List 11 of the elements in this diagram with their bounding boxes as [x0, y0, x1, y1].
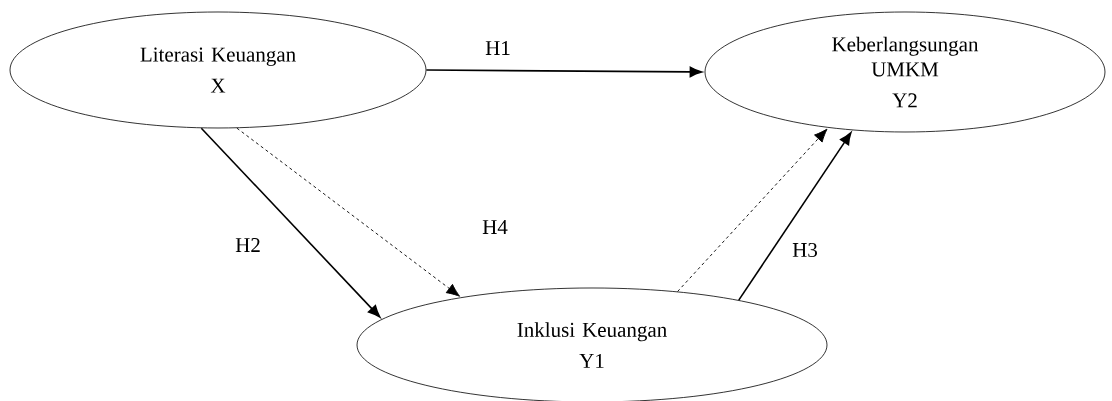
- arrow: [425, 66, 703, 78]
- edge-label: H2: [235, 238, 260, 252]
- edge-label: H1: [485, 41, 510, 55]
- hypothesis-label: H4: [482, 220, 508, 234]
- arrow: [236, 127, 461, 297]
- arrow: [200, 127, 381, 318]
- arrow: [737, 132, 852, 301]
- ellipse-node: Keberlangsungan UMKM Y2: [704, 11, 1106, 133]
- edge-label: H3: [792, 242, 817, 258]
- arrow: [677, 128, 828, 292]
- ellipse-node: Literasi Keuangan X: [9, 11, 427, 129]
